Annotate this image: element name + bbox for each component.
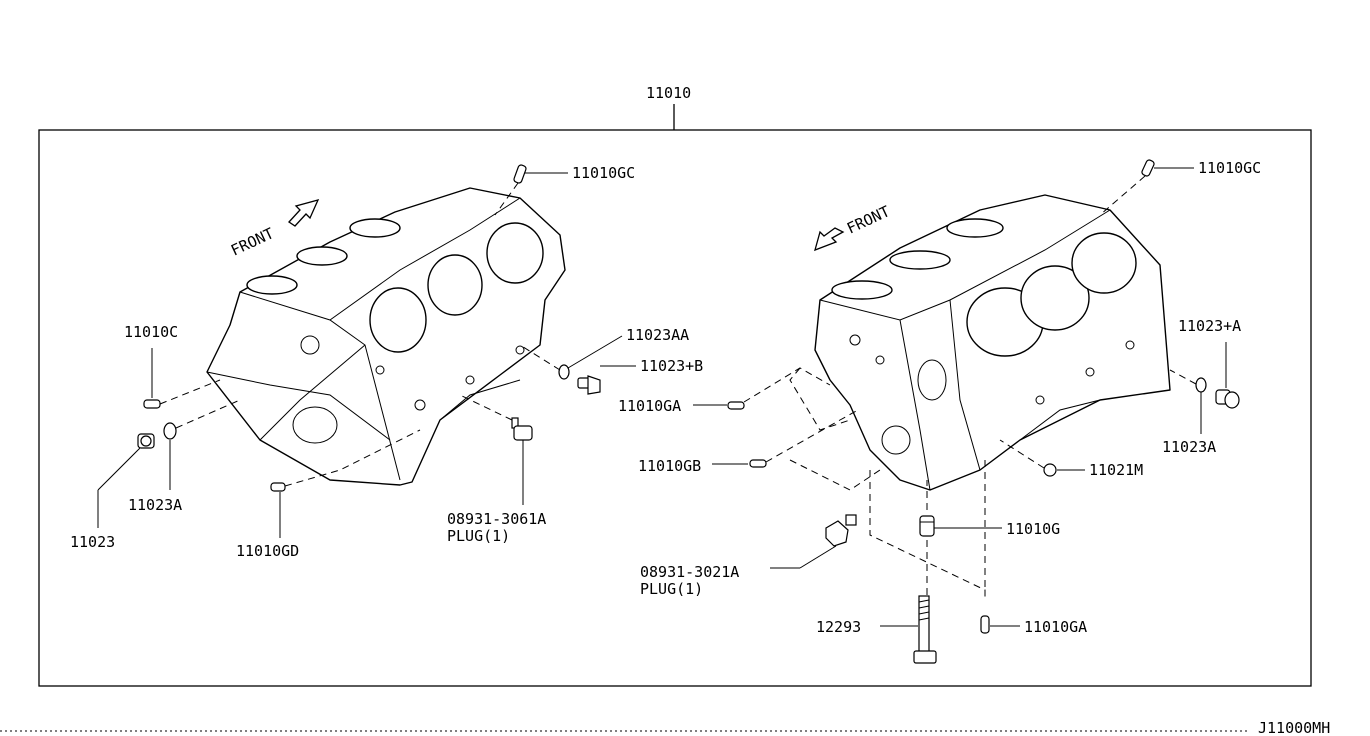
left-label-11023aa[interactable]: 11023AA xyxy=(626,326,689,344)
front-label-right: FRONT xyxy=(844,202,893,237)
left-11010c-pin[interactable] xyxy=(143,399,161,409)
left-11023aa-washer[interactable] xyxy=(558,364,570,380)
front-arrow-right: FRONT xyxy=(814,202,893,252)
left-label-11023b[interactable]: 11023+B xyxy=(640,357,703,375)
right-11023a-washer[interactable] xyxy=(1195,377,1207,393)
right-label-11010ga-top[interactable]: 11010GA xyxy=(618,397,681,415)
right-label-plug-txt[interactable]: PLUG(1) xyxy=(640,580,703,598)
left-label-plug-txt[interactable]: PLUG(1) xyxy=(447,527,510,545)
assembly-label[interactable]: 11010 xyxy=(646,84,691,102)
right-label-11021m[interactable]: 11021M xyxy=(1089,461,1143,479)
left-11010gd-pin[interactable] xyxy=(270,482,286,492)
right-11010ga-top-pin[interactable] xyxy=(727,401,745,410)
left-11023a-washer[interactable] xyxy=(163,422,177,440)
left-11010gc-pin[interactable] xyxy=(513,164,527,184)
left-label-11010gc[interactable]: 11010GC xyxy=(572,164,635,182)
left-11023b-plug[interactable] xyxy=(577,375,601,395)
diagram-frame xyxy=(38,129,1312,687)
right-label-11010gc[interactable]: 11010GC xyxy=(1198,159,1261,177)
right-label-plug-num[interactable]: 08931-3021A xyxy=(640,563,739,581)
right-label-11023a[interactable]: 11023A xyxy=(1162,438,1216,456)
right-11010ga-bottom-pin[interactable] xyxy=(980,615,990,634)
right-cylinder-block[interactable] xyxy=(814,194,1171,491)
right-11010gb-pin[interactable] xyxy=(749,459,767,468)
right-11010gc-pin[interactable] xyxy=(1141,159,1155,177)
left-11023-plug[interactable] xyxy=(137,433,155,449)
left-label-11023[interactable]: 11023 xyxy=(70,533,115,551)
right-label-11010ga-bottom[interactable]: 11010GA xyxy=(1024,618,1087,636)
left-label-plug-num[interactable]: 08931-3061A xyxy=(447,510,546,528)
right-plug-08931-3021a[interactable] xyxy=(825,514,857,547)
left-label-11023a[interactable]: 11023A xyxy=(128,496,182,514)
left-label-11010c[interactable]: 11010C xyxy=(124,323,178,341)
left-cylinder-block[interactable] xyxy=(206,187,566,486)
right-11023a-plug[interactable] xyxy=(1215,389,1240,409)
right-label-12293[interactable]: 12293 xyxy=(816,618,861,636)
right-label-11023plus-a[interactable]: 11023+A xyxy=(1178,317,1241,335)
drawing-code: J11000MH xyxy=(1258,719,1330,736)
right-label-11010g[interactable]: 11010G xyxy=(1006,520,1060,538)
left-label-11010gd[interactable]: 11010GD xyxy=(236,542,299,560)
right-12293-bolt[interactable] xyxy=(913,595,937,664)
right-label-11010gb[interactable]: 11010GB xyxy=(638,457,701,475)
right-11021m-washer[interactable] xyxy=(1043,463,1057,477)
right-11010g-dowel[interactable] xyxy=(919,515,935,537)
front-label-left: FRONT xyxy=(228,224,277,259)
left-plug-08931-3061a[interactable] xyxy=(511,417,533,441)
